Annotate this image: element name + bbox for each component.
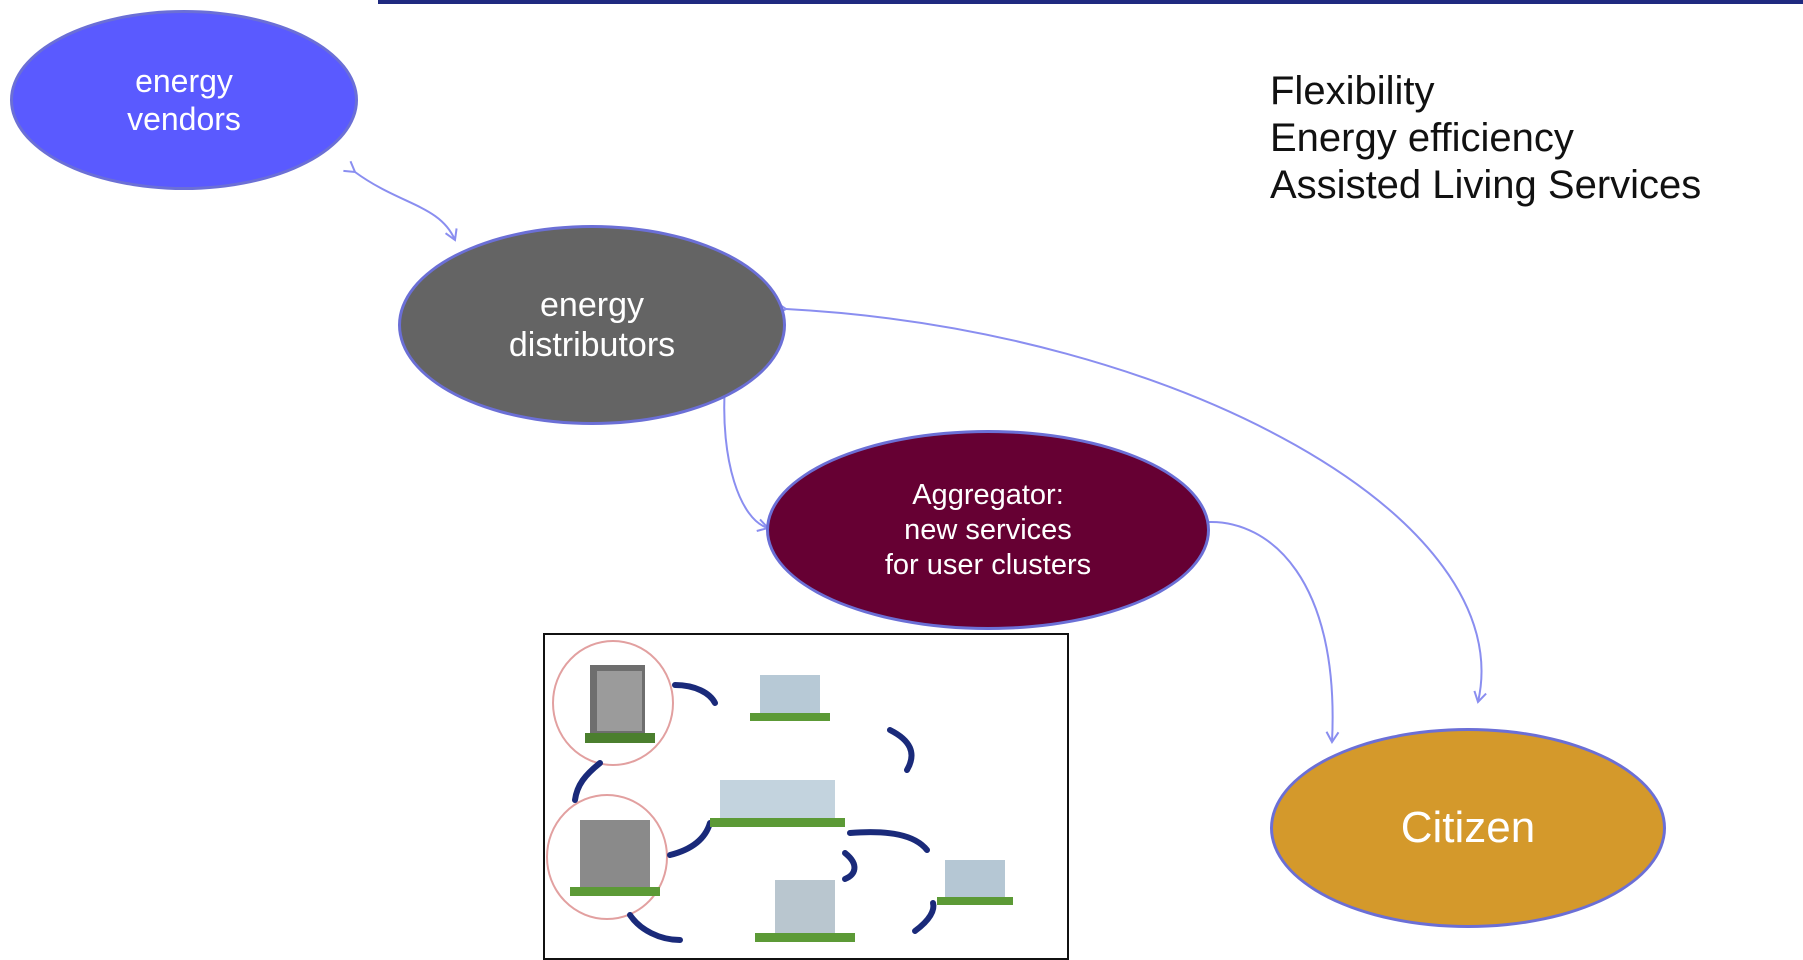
benefit-item: Energy efficiency [1270,116,1574,160]
benefits-list: Flexibility Energy efficiency Assisted L… [1270,68,1701,209]
connector-distributors-aggregator [718,374,770,532]
node-energy-vendors: energy vendors [10,10,358,190]
connector-vendors-distributors [343,160,458,242]
building-cluster-illustration [543,633,1069,960]
benefit-item: Flexibility [1270,69,1435,113]
building-glyphs [570,665,1013,942]
node-aggregator: Aggregator: new services for user cluste… [766,430,1210,630]
building-cluster-icon [546,640,1013,943]
top-rule [378,0,1803,4]
benefit-item: Assisted Living Services [1270,163,1702,207]
node-citizen: Citizen [1270,728,1666,928]
connector-distributors-citizen [775,301,1487,704]
connector-aggregator-citizen [1197,515,1340,744]
node-energy-distributors: energy distributors [398,225,786,425]
